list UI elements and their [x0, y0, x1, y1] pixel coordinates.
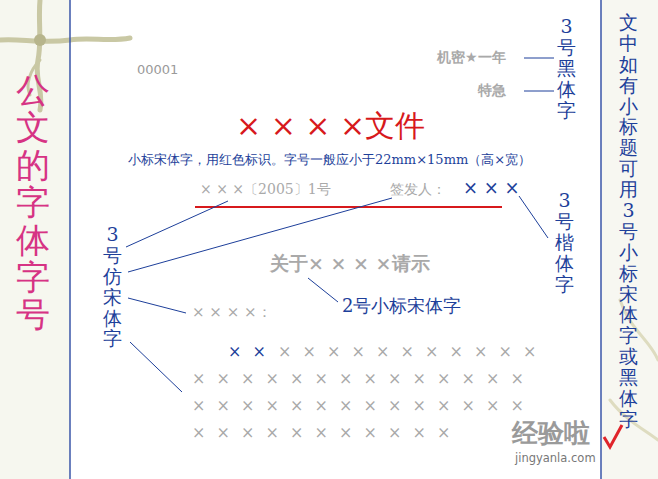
font-note: 2号小标宋体字: [342, 295, 461, 317]
issue-number: × × ×〔2005〕1号: [200, 181, 331, 198]
body-text: × × × × × × × × × × ×: [192, 423, 453, 442]
right-panel: [601, 0, 658, 479]
doc-title: 关于× × × ×请示: [270, 252, 430, 275]
document-header: × × × ×文件: [236, 108, 425, 144]
vine-ornament: [0, 0, 658, 440]
left-panel: [0, 0, 70, 479]
signer-label: 签发人：: [390, 181, 446, 198]
side-note: 文中如有小标题可用3号小标宋体字或黑体字: [619, 12, 638, 430]
serial-number: 00001: [137, 62, 178, 78]
body-text: × × × × × × × × × × × × × ×: [192, 396, 527, 415]
frame-line: [600, 0, 602, 479]
header-note: 小标宋体字，用红色标识。字号一般应小于22mm×15mm（高×宽）: [128, 152, 531, 168]
leader-lines: [126, 58, 554, 392]
urgency: 特急: [478, 82, 506, 99]
frame-line: [69, 0, 71, 479]
watermark: 经验啦: [512, 418, 590, 449]
body-text: × × × × × × × × × × ×: [278, 342, 539, 361]
body-text: × ×: [228, 342, 269, 361]
red-rule: [195, 206, 502, 208]
secret-level: 机密★一年: [437, 49, 506, 66]
watermark: jingyanla.com: [515, 452, 596, 466]
font-note: 3号黑体字: [557, 16, 576, 120]
font-note: 3号楷体字: [555, 190, 574, 294]
body-text: × × × × × × × × × × × × × ×: [192, 369, 527, 388]
font-note: 3号仿宋体字: [103, 224, 122, 349]
vine-knot: [34, 34, 46, 46]
addressee: × × × ×：: [192, 303, 272, 321]
signer-name: × × ×: [463, 177, 520, 199]
side-title: 公文的字体字号: [16, 72, 50, 334]
